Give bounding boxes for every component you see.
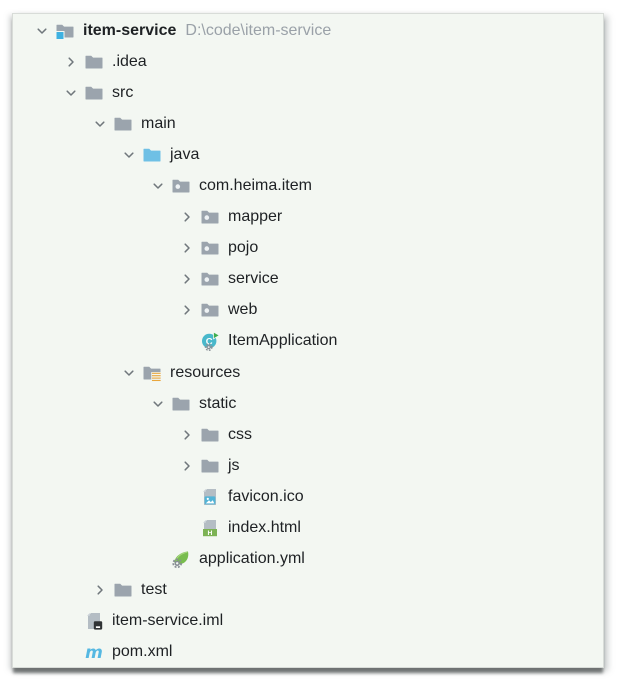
tree-item-label: index.html bbox=[228, 519, 301, 537]
tree-item-mapper[interactable]: mapper bbox=[13, 202, 603, 233]
chevron-down-icon[interactable] bbox=[58, 84, 84, 102]
image-file-icon bbox=[200, 487, 220, 507]
tree-item-label: test bbox=[141, 581, 167, 599]
maven-file-icon: m bbox=[84, 642, 104, 662]
tree-item-pojo[interactable]: pojo bbox=[13, 233, 603, 264]
project-tree-panel: item-service D:\code\item-service .idea src… bbox=[12, 13, 604, 668]
tree-item-label: service bbox=[228, 270, 279, 288]
tree-item-pom-xml[interactable]: m pom.xml bbox=[13, 637, 603, 668]
tree-item-label: js bbox=[228, 456, 240, 474]
tree-item-favicon-ico[interactable]: favicon.ico bbox=[13, 481, 603, 512]
spring-config-file-icon bbox=[171, 549, 191, 569]
chevron-down-icon[interactable] bbox=[145, 395, 171, 413]
chevron-right-icon[interactable] bbox=[174, 457, 200, 475]
folder-icon bbox=[200, 456, 220, 476]
project-folder-icon bbox=[55, 21, 75, 41]
chevron-down-icon[interactable] bbox=[145, 177, 171, 195]
folder-icon bbox=[113, 114, 133, 134]
tree-item-label: src bbox=[112, 83, 134, 101]
tree-item-label: item-service bbox=[83, 21, 177, 39]
tree-item-label: .idea bbox=[112, 52, 147, 70]
package-icon bbox=[200, 300, 220, 320]
iml-file-icon bbox=[84, 611, 104, 631]
tree-item-main[interactable]: main bbox=[13, 108, 603, 139]
svg-text:H: H bbox=[208, 530, 213, 537]
tree-item-label: main bbox=[141, 114, 176, 132]
tree-item-label: web bbox=[228, 301, 258, 319]
tree-item-label: css bbox=[228, 425, 252, 443]
chevron-right-icon[interactable] bbox=[174, 239, 200, 257]
tree-item-label: java bbox=[170, 145, 200, 163]
tree-item-test[interactable]: test bbox=[13, 575, 603, 606]
package-icon bbox=[171, 176, 191, 196]
tree-item-item-service-iml[interactable]: item-service.iml bbox=[13, 606, 603, 637]
tree-item-java[interactable]: java bbox=[13, 139, 603, 170]
chevron-down-icon[interactable] bbox=[29, 22, 55, 40]
tree-item-label: mapper bbox=[228, 208, 283, 226]
chevron-down-icon[interactable] bbox=[116, 364, 142, 382]
tree-item-label: com.heima.item bbox=[199, 177, 312, 195]
folder-icon bbox=[84, 52, 104, 72]
chevron-right-icon[interactable] bbox=[174, 301, 200, 319]
package-icon bbox=[200, 238, 220, 258]
chevron-spacer bbox=[174, 488, 200, 506]
chevron-spacer bbox=[145, 550, 171, 568]
source-root-folder-icon bbox=[142, 145, 162, 165]
chevron-down-icon[interactable] bbox=[87, 115, 113, 133]
chevron-right-icon[interactable] bbox=[174, 426, 200, 444]
tree-item-itemapplication[interactable]: C ItemApplication bbox=[13, 326, 603, 357]
tree-item-web[interactable]: web bbox=[13, 295, 603, 326]
folder-icon bbox=[113, 580, 133, 600]
project-tree: item-service D:\code\item-service .idea src… bbox=[13, 15, 603, 668]
chevron-spacer bbox=[58, 612, 84, 630]
chevron-spacer bbox=[58, 643, 84, 661]
tree-item-label: resources bbox=[170, 363, 241, 381]
package-icon bbox=[200, 207, 220, 227]
tree-item-src[interactable]: src bbox=[13, 77, 603, 108]
tree-item-label: ItemApplication bbox=[228, 332, 338, 350]
html-file-icon: H bbox=[200, 518, 220, 538]
tree-item-label: static bbox=[199, 394, 237, 412]
tree-item-resources[interactable]: resources bbox=[13, 357, 603, 388]
tree-item-application-yml[interactable]: application.yml bbox=[13, 544, 603, 575]
tree-item-js[interactable]: js bbox=[13, 450, 603, 481]
folder-icon bbox=[171, 394, 191, 414]
tree-item-css[interactable]: css bbox=[13, 419, 603, 450]
tree-item-static[interactable]: static bbox=[13, 388, 603, 419]
chevron-right-icon[interactable] bbox=[174, 270, 200, 288]
chevron-right-icon[interactable] bbox=[87, 581, 113, 599]
tree-item--idea[interactable]: .idea bbox=[13, 46, 603, 77]
chevron-down-icon[interactable] bbox=[116, 146, 142, 164]
folder-icon bbox=[84, 83, 104, 103]
tree-item-label: pojo bbox=[228, 239, 259, 257]
tree-item-item-service[interactable]: item-service D:\code\item-service bbox=[13, 15, 603, 46]
runnable-class-icon: C bbox=[200, 331, 220, 352]
resources-root-folder-icon bbox=[142, 363, 162, 383]
tree-item-service[interactable]: service bbox=[13, 264, 603, 295]
svg-text:C: C bbox=[206, 337, 213, 348]
chevron-right-icon[interactable] bbox=[174, 208, 200, 226]
tree-item-com-heima-item[interactable]: com.heima.item bbox=[13, 170, 603, 201]
chevron-right-icon[interactable] bbox=[58, 53, 84, 71]
tree-item-label: item-service.iml bbox=[112, 612, 224, 630]
package-icon bbox=[200, 269, 220, 289]
folder-icon bbox=[200, 425, 220, 445]
tree-item-label: favicon.ico bbox=[228, 487, 304, 505]
project-path: D:\code\item-service bbox=[185, 21, 332, 39]
chevron-spacer bbox=[174, 332, 200, 350]
tree-item-label: application.yml bbox=[199, 550, 305, 568]
svg-text:m: m bbox=[85, 643, 103, 662]
chevron-spacer bbox=[174, 519, 200, 537]
tree-item-label: pom.xml bbox=[112, 643, 173, 661]
